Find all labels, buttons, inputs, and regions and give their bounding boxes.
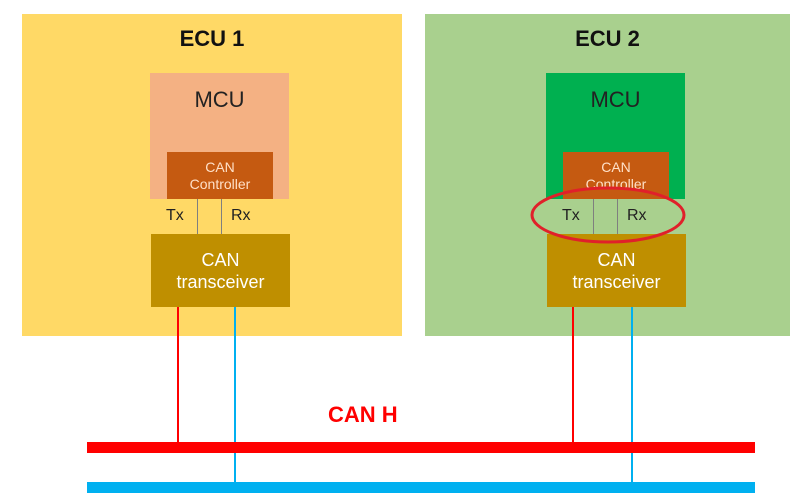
ecu-1-can-h-wire [177, 307, 179, 444]
ecu-1-can-transceiver: CAN transceiver [151, 234, 290, 307]
can-l-bus-line [87, 482, 755, 493]
ecu-2-mcu-label: MCU [590, 87, 641, 112]
ecu-1-tx-label: Tx [166, 207, 184, 224]
highlight-ellipse-shape [530, 186, 686, 244]
ecu-1-tx-line [197, 199, 198, 234]
ecu-1-rx-line [221, 199, 222, 234]
ecu-1-controller-line-2: Controller [189, 175, 251, 192]
ecu-2-title: ECU 2 [575, 26, 640, 51]
ecu-1-mcu-label: MCU [194, 87, 245, 112]
ecu-2-transceiver-line-2: transceiver [572, 271, 661, 292]
ecu-1-rx-label: Rx [231, 207, 251, 224]
ecu-2-controller-line-1: CAN [601, 158, 631, 175]
ecu-1-can-controller: CAN Controller [167, 152, 273, 199]
ecu-1-controller-line-1: CAN [205, 158, 235, 175]
highlight-ellipse [530, 186, 686, 244]
ecu-2-rx-line [617, 199, 618, 234]
ecu-2-can-transceiver: CAN transceiver [547, 234, 686, 307]
ecu-2-tx-label: Tx [562, 207, 580, 224]
ecu-2-rx-label: Rx [627, 207, 647, 224]
ecu-1-transceiver-line-2: transceiver [176, 271, 265, 292]
ecu-2-transceiver-line-1: CAN [597, 249, 636, 270]
ecu-2-can-h-wire [572, 307, 574, 444]
ecu-2-can-l-wire [631, 307, 633, 485]
ecu-1-title: ECU 1 [179, 26, 245, 51]
can-h-label: CAN H [328, 402, 398, 427]
ecu-1-transceiver-line-1: CAN [201, 249, 240, 270]
ecu-1-can-l-wire [234, 307, 236, 485]
can-h-bus-line [87, 442, 755, 453]
ecu-2-tx-line [593, 199, 594, 234]
